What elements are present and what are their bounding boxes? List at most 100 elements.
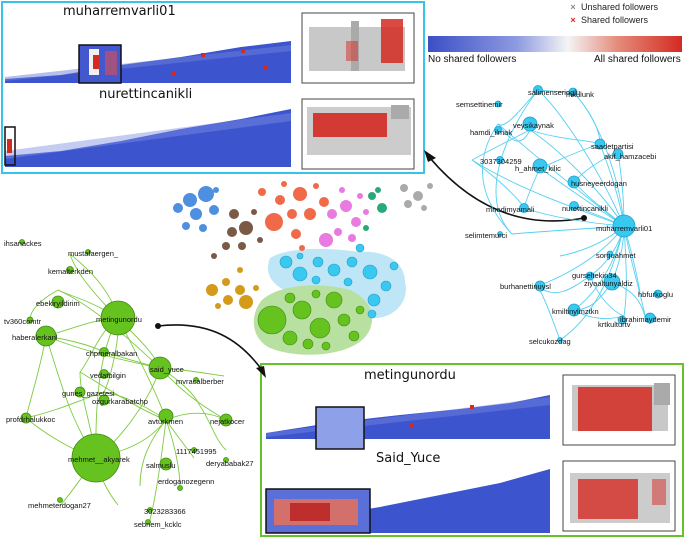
node-chpmeralbakan [99,347,109,357]
node-kmiltinylmztkn [567,303,581,317]
cluster-blue-nodes [173,186,219,232]
label-3023283366: 3023283366 [144,507,186,516]
label-sebnem-kcklc: sebnem_kcklc [134,520,182,529]
cluster-gold-nodes [206,267,259,309]
node-mnedimyamali [519,203,529,213]
node-burhanettinuysl [534,280,546,292]
node-akif-hamzacebi [612,148,624,160]
label-profdrhalukkoc: profdrhalukkoc [6,415,55,424]
arrow-green-start-dot [155,323,161,329]
node-semsettinemir [494,100,502,108]
node-vedatbilgin [99,369,109,379]
arrow-blue-start-dot [581,215,587,221]
bottom-heatmap-title-1: metingunordu [364,368,456,383]
label-muharremvarli01: muharremvarli01 [596,224,652,233]
node-salmuslu [159,457,173,471]
top-heatmap-panel: muharremvarli01 nurettincanikli [1,1,425,174]
label-saadetpartisi: saadetpartisi [591,142,634,151]
arrow-green-head [256,366,266,378]
node-metingunordu [100,300,136,336]
green-network: ihsanackes mustafaergen_ kemalterkden eb… [4,239,254,529]
cluster-green-nodes [257,289,365,351]
top-heatmap-title-2: nurettincanikli [99,87,193,102]
legend-unshared-label: Unshared followers [581,2,659,12]
label-mnedimyamali: mnedimyamali [486,205,535,214]
node-hamdi-ilmak [494,126,502,134]
node-profdrhalukkoc [20,412,32,424]
cluster-brown-nodes [211,209,263,259]
cluster-cyan-nodes [279,243,399,319]
node-tv360comtr [26,316,34,324]
label-hamdi-ilmak: hamdi_ilmak [470,128,512,137]
heatmap-nurettincanikli [4,109,291,167]
label-husneyeerdogan: husneyeerdogan [571,179,627,188]
label-selimtemurci: selimtemurci [465,231,507,240]
label-veysikaynak: veysikaynak [513,121,554,130]
node-saadetpartisi [594,138,606,150]
node-hbfurkoglu [653,289,663,299]
node-salimenserioglu [533,85,543,95]
shared-cross-icon: × [570,15,576,25]
cluster-pink-nodes [319,187,369,247]
heatmap-muharremvarli01 [5,41,291,84]
heatmap-metingunordu [266,395,550,450]
cluster-grey-nodes [400,183,433,211]
node-selimtemurci [497,231,503,237]
node-deryababak27 [223,457,229,463]
blue-network: salimenserioglu mkulunk semsettinemir ve… [456,85,673,346]
label-mustafaergen: mustafaergen_ [68,249,119,258]
node-mkulunk [568,87,578,97]
label-ozgurkarabatchp: ozgurkarabatchp [92,397,148,406]
label-vedatbilgin: vedatbilgin [90,371,126,380]
node-avturkmen [158,408,174,424]
node-mehmet-akyarek [71,433,121,483]
node-1117451995 [191,447,197,453]
label-mehmeterdogan27: mehmeterdogan27 [28,501,91,510]
label-mvracalberber: mvracalberber [176,377,224,386]
bottom-scatter-points-2 [570,473,670,523]
label-nejatkocer: nejatkocer [210,417,245,426]
legend-shared-label: Shared followers [581,15,649,25]
label-mkulunk: mkulunk [566,90,594,99]
node-ebekiryildirim [51,295,65,309]
top-heatmaps [4,12,415,170]
label-akif-hamzacebi: akif_hamzacebi [604,152,656,161]
bottom-heatmaps [265,374,676,534]
bottom-scatter-points-1 [572,383,670,431]
label-burhanettinuysl: burhanettinuysl [500,282,551,291]
node-ziyaaltunyaldiz [603,273,621,291]
label-metingunordu: metingunordu [96,315,142,324]
colorbar-right-label: All shared followers [594,54,681,65]
label-hbfurkoglu: hbfurkoglu [638,290,673,299]
blue-network-edges [471,89,647,341]
top-scatter-points-2 [307,105,411,155]
arrows [155,150,587,378]
label-salimenserioglu: salimenserioglu [528,88,580,97]
node-sebnem-kcklc [145,519,151,525]
node-husneyeerdogan [567,175,581,189]
label-kemalterkden: kemalterkden [48,267,93,276]
node-nurettincanikli [569,201,579,211]
node-sorguahmet [606,250,614,258]
cluster-orange-nodes [258,181,329,251]
label-avturkmen: avturkmen [148,417,183,426]
label-ziyaaltunyaldiz: ziyaaltunyaldiz [584,279,633,288]
colorbar [428,36,682,52]
node-haberalerkanl [35,325,57,347]
node-ihsanackes [19,239,25,245]
label-mehmet-akyarek: mehmet__akyarek [68,455,130,464]
node-gurseltekin34 [585,271,595,281]
label-krtkulturtv: krtkulturtv [598,320,631,329]
blue-network-nodes [494,85,663,343]
label-chpmeralbakan: chpmeralbakan [86,349,137,358]
node-ozgurkarabatchp [98,394,110,406]
heatmap-said-yuce [265,469,550,534]
arrow-blue-head [424,150,436,162]
arrow-green-to-bottom-panel [157,324,263,371]
unshared-cross-icon: × [570,2,576,12]
node-h-ahmet-kilic [532,158,548,174]
label-semsettinemir: semsettinemir [456,100,503,109]
bottom-heatmap-title-2: Said_Yuce [376,451,441,466]
node-muharremvarli01 [612,214,636,238]
